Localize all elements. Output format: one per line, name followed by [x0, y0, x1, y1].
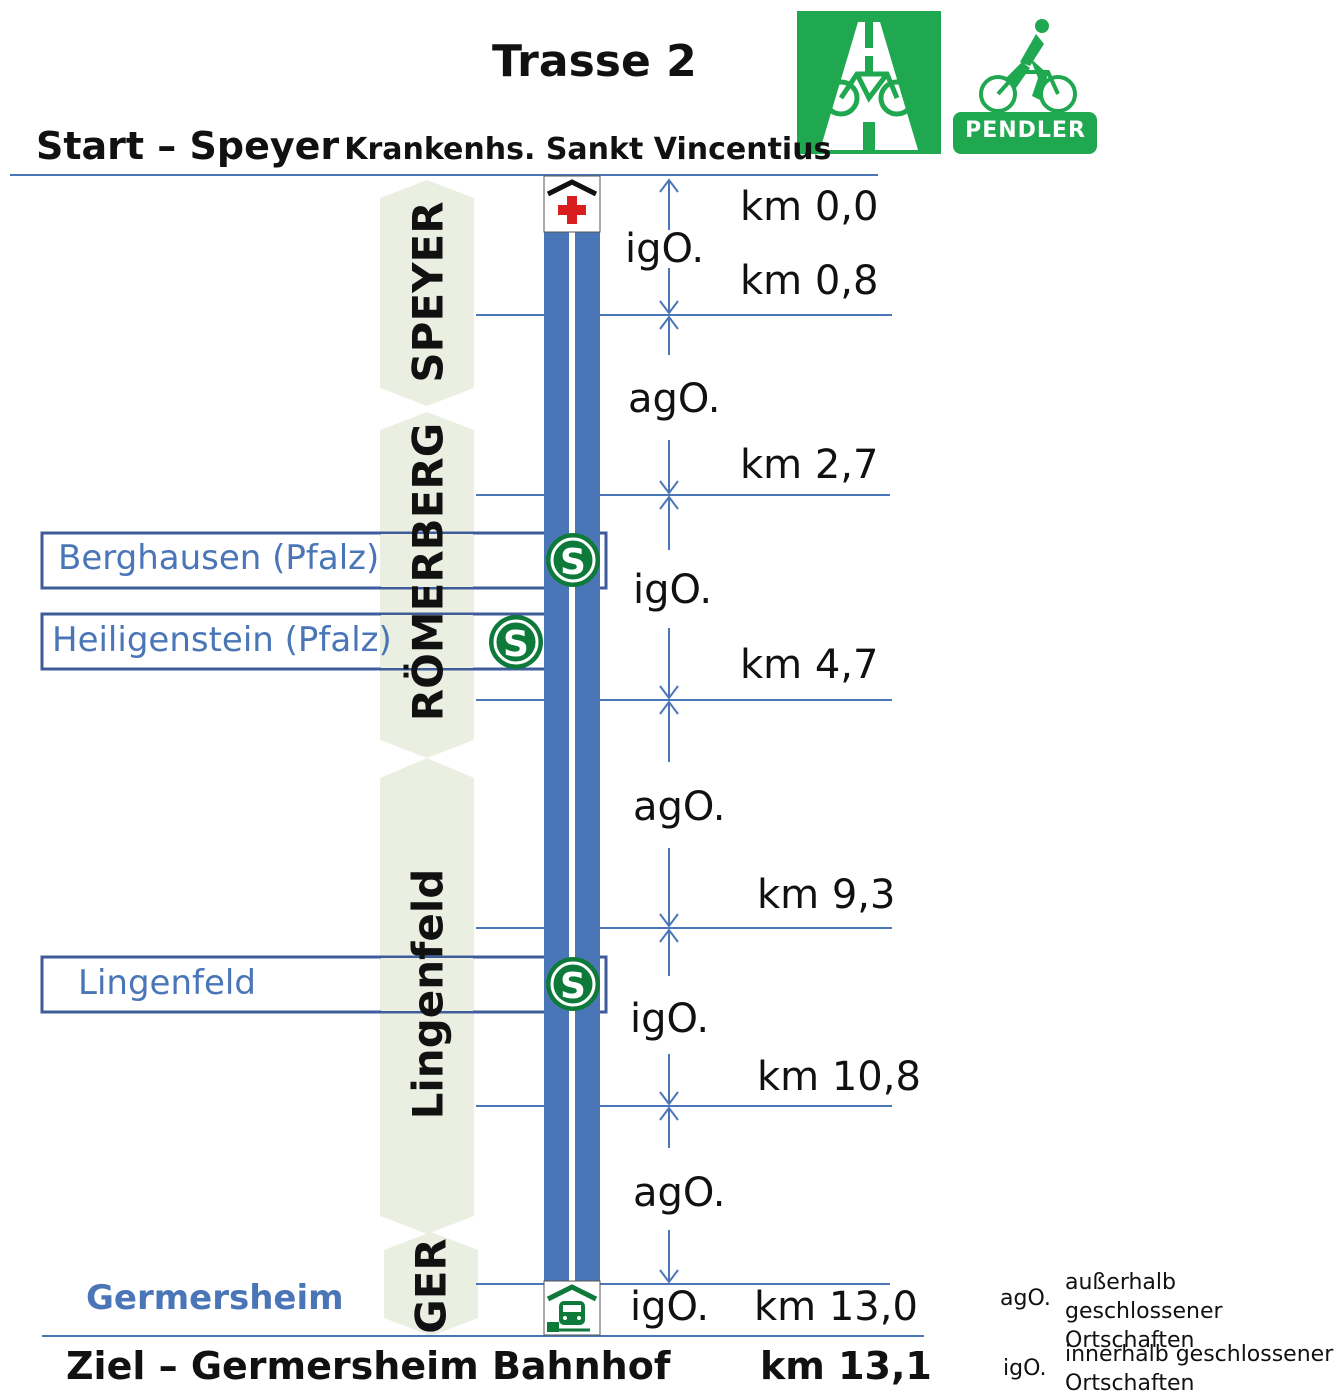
- hospital-icon: [543, 175, 601, 233]
- end-label: Ziel – Germersheim Bahnhof: [66, 1344, 671, 1388]
- km-marker: km 0,8: [740, 258, 879, 304]
- end-km: km 13,1: [760, 1344, 932, 1388]
- start-prefix: Start – Speyer: [36, 124, 340, 168]
- km-marker: km 0,0: [740, 184, 879, 230]
- start-suffix: Krankenhs. Sankt Vincentius: [344, 132, 832, 167]
- km-marker: km 13,0: [754, 1284, 918, 1330]
- station-name-heiligenstein: Heiligenstein (Pfalz): [52, 620, 392, 660]
- station-box-berghausen: [40, 531, 608, 590]
- zone-label: igO.: [630, 1284, 710, 1330]
- km-marker: km 10,8: [757, 1054, 921, 1100]
- zone-label: igO.: [630, 996, 710, 1042]
- legend-abbr-igo: igO.: [1003, 1356, 1047, 1381]
- km-marker: km 2,7: [740, 442, 879, 488]
- start-label: Start – Speyer Krankenhs. Sankt Vincenti…: [36, 124, 831, 168]
- zone-label: agO.: [633, 1170, 726, 1216]
- legend-text-igo: innerhalb geschlossener Ortschaften: [1065, 1342, 1334, 1396]
- s-bahn-icon: S: [546, 533, 600, 587]
- municipality-label-roemerberg: RÖMERBERG: [403, 422, 453, 722]
- s-bahn-icon: S: [546, 957, 600, 1011]
- zone-label: agO.: [628, 376, 721, 422]
- svg-text:S: S: [503, 624, 529, 665]
- s-bahn-icon: S: [489, 615, 543, 669]
- km-marker: km 4,7: [740, 642, 879, 688]
- zone-label: igO.: [625, 226, 705, 272]
- bike-highway-icon: [797, 11, 941, 154]
- municipality-band-ger: [384, 1232, 478, 1336]
- zone-label: agO.: [633, 784, 726, 830]
- train-station-icon: [543, 1280, 601, 1336]
- svg-text:S: S: [560, 966, 586, 1007]
- zone-label: igO.: [633, 567, 713, 613]
- station-name-lingenfeld: Lingenfeld: [78, 963, 256, 1003]
- diagram-title: Trasse 2: [492, 36, 697, 87]
- svg-text:S: S: [560, 542, 586, 583]
- pendler-label: PENDLER: [965, 118, 1086, 143]
- municipality-band-speyer: [380, 180, 474, 406]
- route-track-centre-line: [569, 230, 575, 1284]
- km-marker: km 9,3: [757, 872, 896, 918]
- legend-abbr-ago: agO.: [1000, 1286, 1051, 1311]
- municipality-label-ger: GER: [406, 1238, 456, 1334]
- commuter-cyclist-icon: [953, 11, 1097, 154]
- station-box-lingenfeld: [40, 955, 608, 1014]
- municipality-label-lingenfeld: Lingenfeld: [403, 868, 453, 1120]
- dimension-arrows: [659, 178, 679, 1284]
- station-name-berghausen: Berghausen (Pfalz): [58, 538, 380, 578]
- legend-text-ago: außerhalb geschlossener Ortschaften: [1065, 1270, 1223, 1353]
- end-town-label: Germersheim: [86, 1278, 344, 1318]
- municipality-label-speyer: SPEYER: [403, 201, 453, 383]
